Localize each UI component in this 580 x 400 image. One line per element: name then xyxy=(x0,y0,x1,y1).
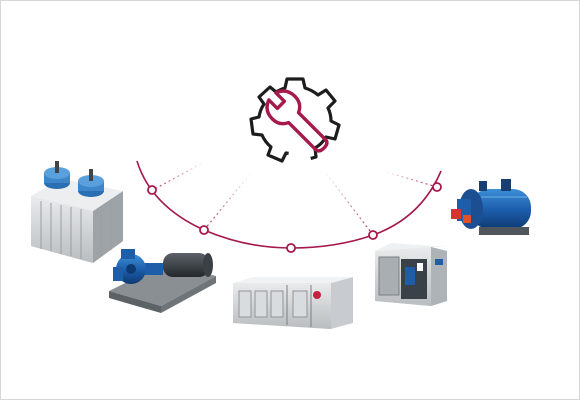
connector-line xyxy=(322,168,374,236)
wrench-icon xyxy=(265,89,329,153)
arc-node xyxy=(432,182,442,192)
cooling-tower-icon xyxy=(31,161,123,263)
arc-node xyxy=(286,243,296,253)
arc-nodes xyxy=(147,182,442,253)
connector-line xyxy=(203,172,252,231)
industrial-boiler-icon xyxy=(451,179,531,235)
connector-line xyxy=(382,170,438,188)
air-handling-unit-icon xyxy=(233,277,353,329)
arc-node xyxy=(368,230,378,240)
arc-node xyxy=(147,185,157,195)
gear-icon xyxy=(249,77,341,163)
precision-air-conditioner-icon xyxy=(375,243,447,306)
arc-node xyxy=(199,225,209,235)
centrifugal-pump-icon xyxy=(109,249,216,313)
connector-lines xyxy=(150,160,438,247)
connector-line xyxy=(150,160,207,192)
